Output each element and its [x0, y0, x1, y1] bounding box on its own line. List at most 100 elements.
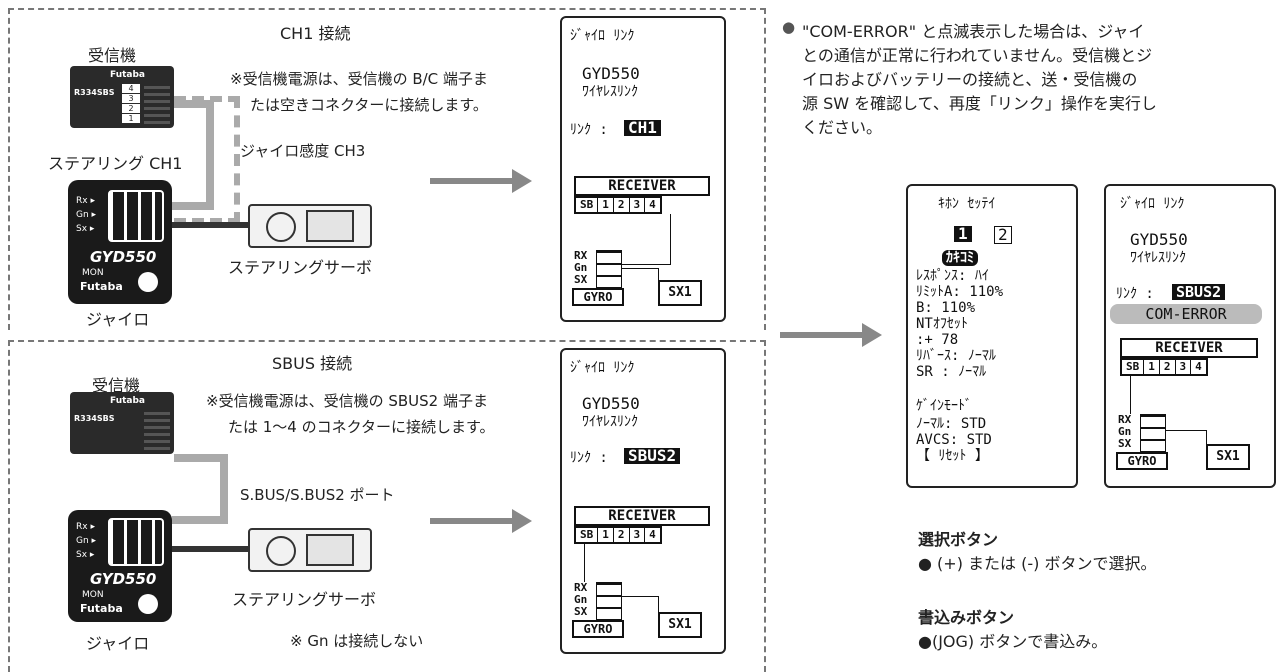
lcd-gyro: GYRO: [572, 288, 624, 306]
lcd-wire-b: [622, 268, 659, 293]
lcd-pin-block: [1140, 414, 1166, 452]
lcd-sx1: SX1: [658, 280, 702, 306]
cell-1: 1: [598, 198, 614, 212]
ch1-steering-wire-h: [172, 202, 214, 210]
lcd-line-5: ﾘﾊﾞｰｽ: ﾉｰﾏﾙ: [916, 348, 996, 364]
lcd-line-9: ﾉｰﾏﾙ: STD: [916, 416, 987, 432]
lcd-gyro: GYRO: [1116, 452, 1168, 470]
lcd-link-value[interactable]: SBUS2: [1172, 284, 1226, 300]
lcd-num-2[interactable]: 2: [994, 226, 1012, 244]
lcd-line-6: SR : ﾉｰﾏﾙ: [916, 364, 987, 380]
lcd-pin-block: [596, 250, 622, 288]
lcd-num-1[interactable]: 1: [954, 226, 972, 242]
ch1-title: CH1 接続: [280, 24, 351, 43]
lcd-line-0: ﾚｽﾎﾟﾝｽ: ﾊｲ: [916, 268, 989, 284]
sbus-wire-h2: [172, 516, 228, 524]
servo-body: [306, 210, 354, 242]
gyro-pin-rx: Rx ▸: [76, 196, 95, 206]
ch1-gyro-sens-label: ジャイロ感度 CH3: [240, 142, 366, 160]
lcd-line-10: AVCS: STD: [916, 432, 992, 448]
pin-rx: RX: [1118, 413, 1132, 426]
sbus-section-frame: [8, 340, 766, 672]
lcd-header: ｼﾞｬｲﾛ ﾘﾝｸ: [1120, 196, 1185, 212]
lcd-line-11[interactable]: 【 ﾘｾｯﾄ 】: [916, 448, 989, 464]
pin-gn: Gn: [574, 593, 588, 606]
lcd-pin-block: [596, 582, 622, 620]
note-line-4: 源 SW を確認して、再度「リンク」操作を実行し: [802, 94, 1157, 113]
lcd-link-ch1: ｼﾞｬｲﾛ ﾘﾝｸ GYD550 ﾜｲﾔﾚｽﾘﾝｸ ﾘﾝｸ : CH1 RECE…: [560, 16, 726, 322]
gyro-button: [138, 272, 158, 292]
servo-sbus: [248, 528, 372, 572]
lcd-wireless: ﾜｲﾔﾚｽﾘﾝｸ: [1130, 250, 1186, 266]
pin-rx: RX: [574, 249, 588, 262]
lcd-wire-b: [1166, 430, 1207, 457]
note-line-1: "COM-ERROR" と点滅表示した場合は、ジャイ: [802, 22, 1145, 41]
lcd-header: ｷﾎﾝ ｾｯﾃｲ: [938, 196, 996, 212]
ch1-steering-wire: [174, 100, 214, 108]
port-3: 3: [122, 94, 140, 103]
lcd-link-label: ﾘﾝｸ :: [570, 122, 608, 138]
lcd-line-4: :+ 78: [916, 332, 959, 348]
select-button-desc: ● (+) または (-) ボタンで選択。: [918, 554, 1157, 573]
lcd-link-value[interactable]: SBUS2: [624, 448, 681, 464]
lcd-wireless: ﾜｲﾔﾚｽﾘﾝｸ: [582, 414, 638, 430]
cell-3: 3: [630, 528, 646, 542]
servo-body: [306, 534, 354, 566]
lcd-link-error: ｼﾞｬｲﾛ ﾘﾝｸ GYD550 ﾜｲﾔﾚｽﾘﾝｸ ﾘﾝｸ : SBUS2 CO…: [1104, 184, 1276, 488]
ch1-servo-wire: [172, 222, 248, 228]
gyro-pin-gn: Gn ▸: [76, 210, 97, 220]
lcd-link-value[interactable]: CH1: [624, 120, 661, 136]
sbus-wire-h1: [174, 454, 228, 462]
sbus-gn-note: ※ Gn は接続しない: [290, 632, 424, 650]
pin-rx: RX: [574, 581, 588, 594]
sbus-wire-v: [220, 454, 228, 524]
lcd-model: GYD550: [582, 394, 640, 413]
gyro-mon: MON: [82, 590, 104, 600]
ch1-note-line2: たは空きコネクターに接続します。: [250, 96, 488, 114]
note-bullet: ●: [782, 18, 796, 36]
sbus-note-line2: たは 1～4 のコネクターに接続します。: [228, 418, 495, 436]
ch1-servo-label: ステアリングサーボ: [228, 258, 373, 277]
cell-3: 3: [630, 198, 646, 212]
sbus-receiver-label: 受信機: [92, 376, 141, 395]
main-arrow: [780, 323, 882, 347]
sbus-servo-wire: [172, 546, 248, 552]
ch1-arrow: [430, 169, 532, 193]
receiver-model: R334SBS: [74, 414, 115, 423]
write-button-title: 書込みボタン: [918, 608, 1015, 627]
pin-gn: Gn: [574, 261, 588, 274]
gyro-connector: [108, 518, 164, 566]
servo-ch1: [248, 204, 372, 248]
lcd-wireless: ﾜｲﾔﾚｽﾘﾝｸ: [582, 84, 638, 100]
gyro-model: GYD550: [90, 570, 157, 588]
lcd-link-label: ﾘﾝｸ :: [570, 450, 608, 466]
lcd-model: GYD550: [1130, 230, 1188, 249]
ch1-receiver-label: 受信機: [88, 46, 137, 65]
pin-sx: SX: [574, 273, 588, 286]
ch1-section-frame: [8, 8, 766, 330]
lcd-wire-b: [622, 596, 659, 625]
pin-sx: SX: [574, 605, 588, 618]
cell-1: 1: [1144, 360, 1160, 374]
lcd-write[interactable]: ｶｷｺﾐ: [942, 250, 978, 266]
port-2: 2: [122, 104, 140, 113]
gyro-pin-sx: Sx ▸: [76, 550, 95, 560]
ch1-note-line1: ※受信機電源は、受信機の B/C 端子ま: [230, 70, 488, 88]
gyro-mon: MON: [82, 268, 104, 278]
sbus-servo-label: ステアリングサーボ: [232, 590, 377, 609]
lcd-receiver: RECEIVER: [574, 506, 710, 526]
cell-1: 1: [598, 528, 614, 542]
lcd-header: ｼﾞｬｲﾛ ﾘﾝｸ: [570, 360, 635, 376]
lcd-wire-a: [622, 214, 671, 265]
cell-sb: SB: [576, 198, 599, 212]
cell-2: 2: [614, 198, 630, 212]
gyro-pin-sx: Sx ▸: [76, 224, 95, 234]
receiver-brand: Futaba: [110, 70, 145, 80]
ch1-sens-wire: [174, 96, 240, 224]
pin-gn: Gn: [1118, 425, 1132, 438]
note-line-5: ください。: [802, 118, 883, 137]
write-button-desc: ●(JOG) ボタンで書込み。: [918, 632, 1108, 651]
cell-sb: SB: [1122, 360, 1145, 374]
